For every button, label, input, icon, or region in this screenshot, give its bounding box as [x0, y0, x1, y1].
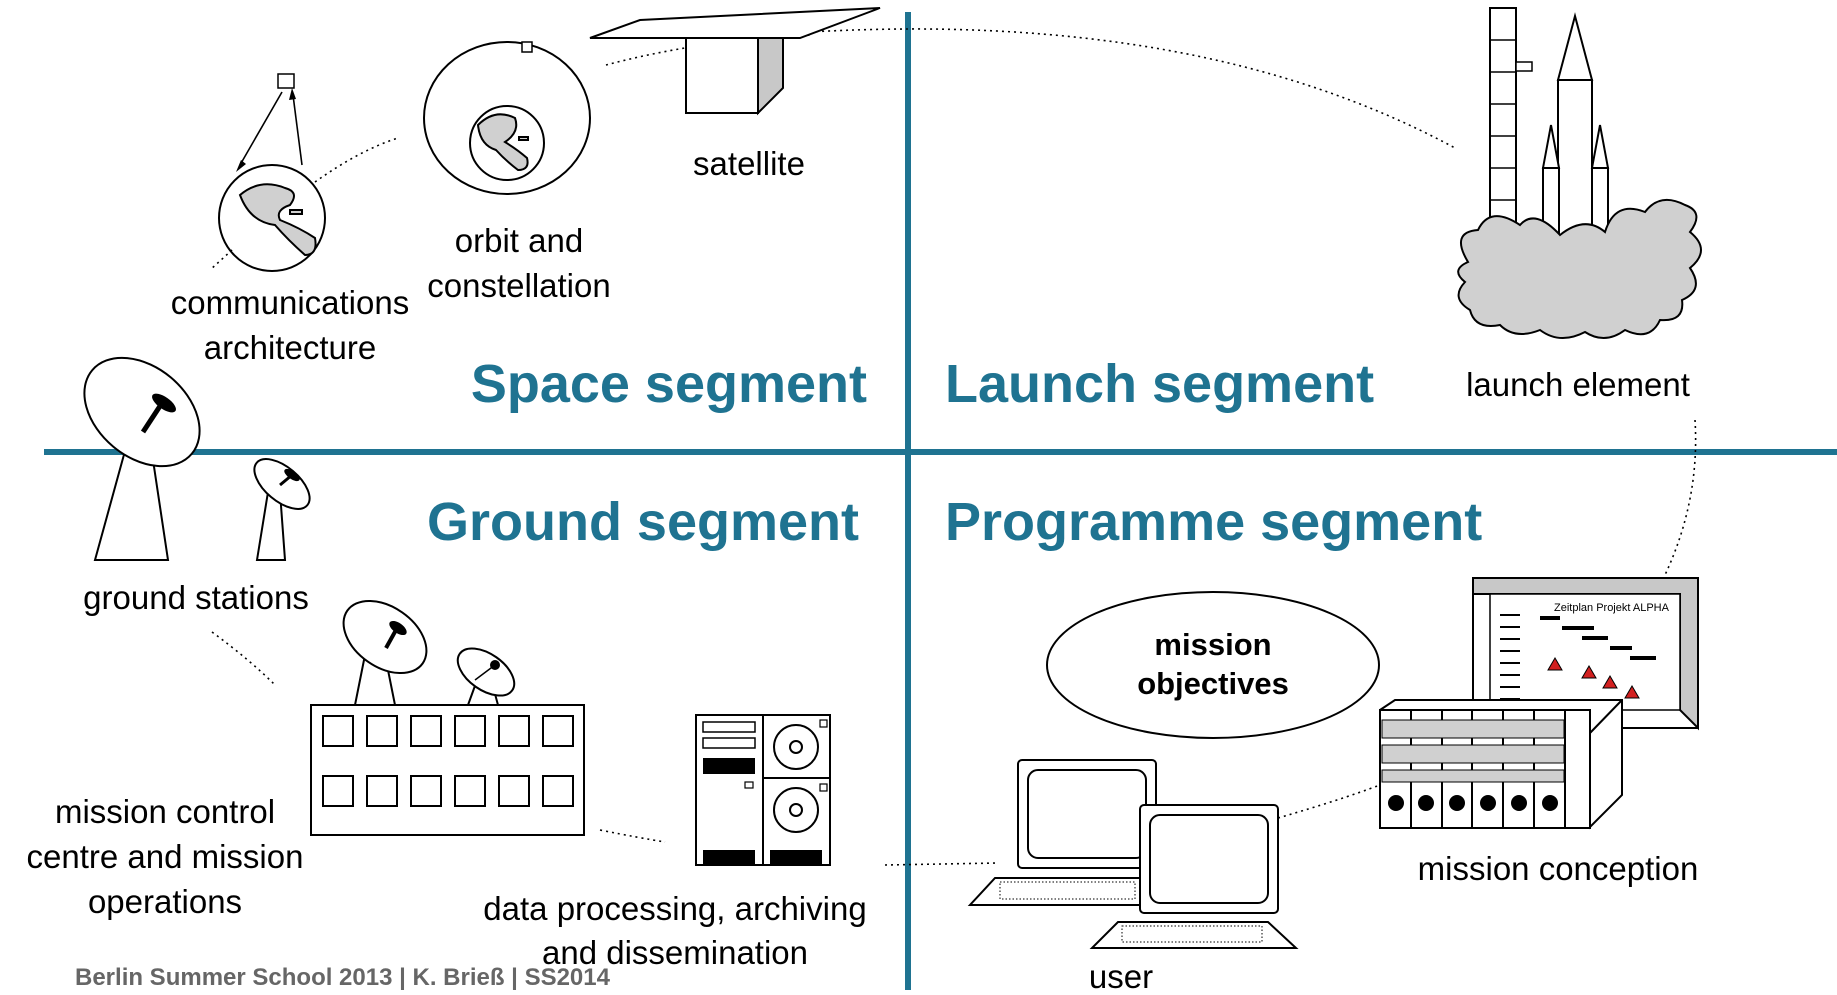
connector-stations-mcc	[211, 631, 276, 686]
ground-stations-label: ground stations	[83, 579, 309, 616]
ground-segment-title: Ground segment	[427, 492, 859, 552]
connector-launch-programme	[1664, 419, 1697, 576]
orbit-label-line2: constellation	[427, 267, 610, 304]
schedule-title-label: Zeitplan Projekt ALPHA	[1554, 602, 1670, 614]
ground-stations-icon	[83, 356, 311, 561]
connector-mcc-data	[599, 829, 666, 843]
user-label: user	[1089, 958, 1153, 990]
project-schedule-monitor-icon	[1472, 577, 1699, 731]
quadrant-dividers	[44, 12, 1837, 990]
mcc-label-line2: centre and mission	[27, 838, 304, 875]
mission-objectives-line2: objectives	[1137, 666, 1289, 701]
launch-element-label: launch element	[1466, 366, 1690, 403]
data-processing-label-line2: and dissemination	[542, 934, 808, 971]
footer-credit: Berlin Summer School 2013 | K. Brieß | S…	[75, 964, 611, 990]
connector-comm-tail	[209, 249, 233, 271]
space-segment-title: Space segment	[471, 354, 867, 414]
connector-user-conception	[1277, 784, 1381, 819]
mission-conception-binders-icon	[1379, 699, 1623, 830]
launch-element-icon	[1457, 7, 1702, 339]
comm-label-line2: architecture	[204, 329, 376, 366]
satellite-label: satellite	[693, 145, 805, 182]
connector-data-user	[884, 862, 999, 866]
data-processing-label-line1: data processing, archiving	[483, 890, 866, 927]
orbit-globe-icon	[423, 41, 591, 195]
mcc-label-line3: operations	[88, 883, 242, 920]
comm-label-line1: communications	[171, 284, 409, 321]
satellite-icon	[589, 7, 881, 116]
data-processing-server-icon	[695, 714, 831, 866]
launch-segment-title: Launch segment	[945, 354, 1374, 414]
orbit-label-line1: orbit and	[455, 222, 583, 259]
mission-control-building-icon	[310, 599, 585, 836]
mission-conception-label: mission conception	[1418, 850, 1699, 887]
mission-objectives-line1: mission	[1154, 627, 1271, 662]
user-computers-icon	[967, 759, 1299, 949]
programme-segment-title: Programme segment	[945, 492, 1482, 552]
mission-objectives-bubble	[1046, 591, 1380, 739]
mcc-label-line1: mission control	[55, 793, 275, 830]
connector-comm-orbit	[314, 137, 399, 183]
communications-globe-icon	[218, 73, 326, 272]
